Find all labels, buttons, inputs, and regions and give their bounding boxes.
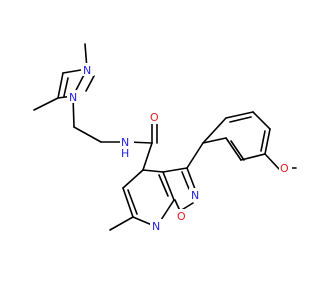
bond — [225, 111, 254, 119]
bond — [122, 187, 134, 218]
bond — [109, 216, 134, 231]
atom-o-isoxazole: O — [177, 210, 186, 223]
atom-n-pyrazole-1: N — [69, 91, 77, 104]
bond — [162, 167, 188, 173]
bond — [160, 199, 175, 221]
atom-n-pyridine: N — [152, 220, 160, 233]
ethyl-linker — [72, 95, 129, 143]
bond — [142, 169, 164, 173]
bond — [132, 216, 153, 226]
bond — [127, 189, 138, 215]
bond — [264, 153, 281, 171]
structure-canvas: N N N H O O N O N — [33, 43, 297, 233]
bond — [142, 142, 153, 171]
bond — [202, 137, 227, 144]
pyrazole-ring — [33, 43, 95, 111]
bond — [158, 174, 169, 197]
atom-labels: N N N H O O N O N — [67, 63, 292, 233]
bond — [57, 72, 64, 99]
atom-o-carbonyl: O — [150, 111, 159, 124]
bond — [240, 153, 266, 161]
bicyclic-core — [109, 167, 196, 231]
atom-n-pyrazole-2: N — [83, 64, 91, 77]
bond — [202, 117, 227, 144]
bond — [252, 111, 271, 130]
atom-h-amide: H — [121, 147, 129, 160]
amide-group — [127, 121, 158, 171]
molecule-drawing: N N N H O O N O N — [33, 43, 297, 233]
atom-o-methoxy: O — [280, 162, 289, 175]
methoxyphenyl-ring — [186, 111, 297, 171]
bond — [73, 126, 102, 143]
bond — [260, 130, 266, 152]
atom-n-amide: N — [121, 136, 129, 149]
bond — [181, 171, 190, 190]
bond — [186, 167, 196, 190]
bond — [85, 75, 95, 92]
bond — [186, 142, 204, 169]
bond — [122, 169, 144, 189]
bond — [63, 77, 69, 97]
bond — [230, 140, 245, 161]
bond — [229, 116, 252, 123]
bond — [162, 171, 175, 201]
bond — [33, 97, 59, 111]
atom-n-isoxazole: N — [191, 189, 199, 202]
bond — [264, 128, 271, 155]
bond — [225, 137, 242, 161]
